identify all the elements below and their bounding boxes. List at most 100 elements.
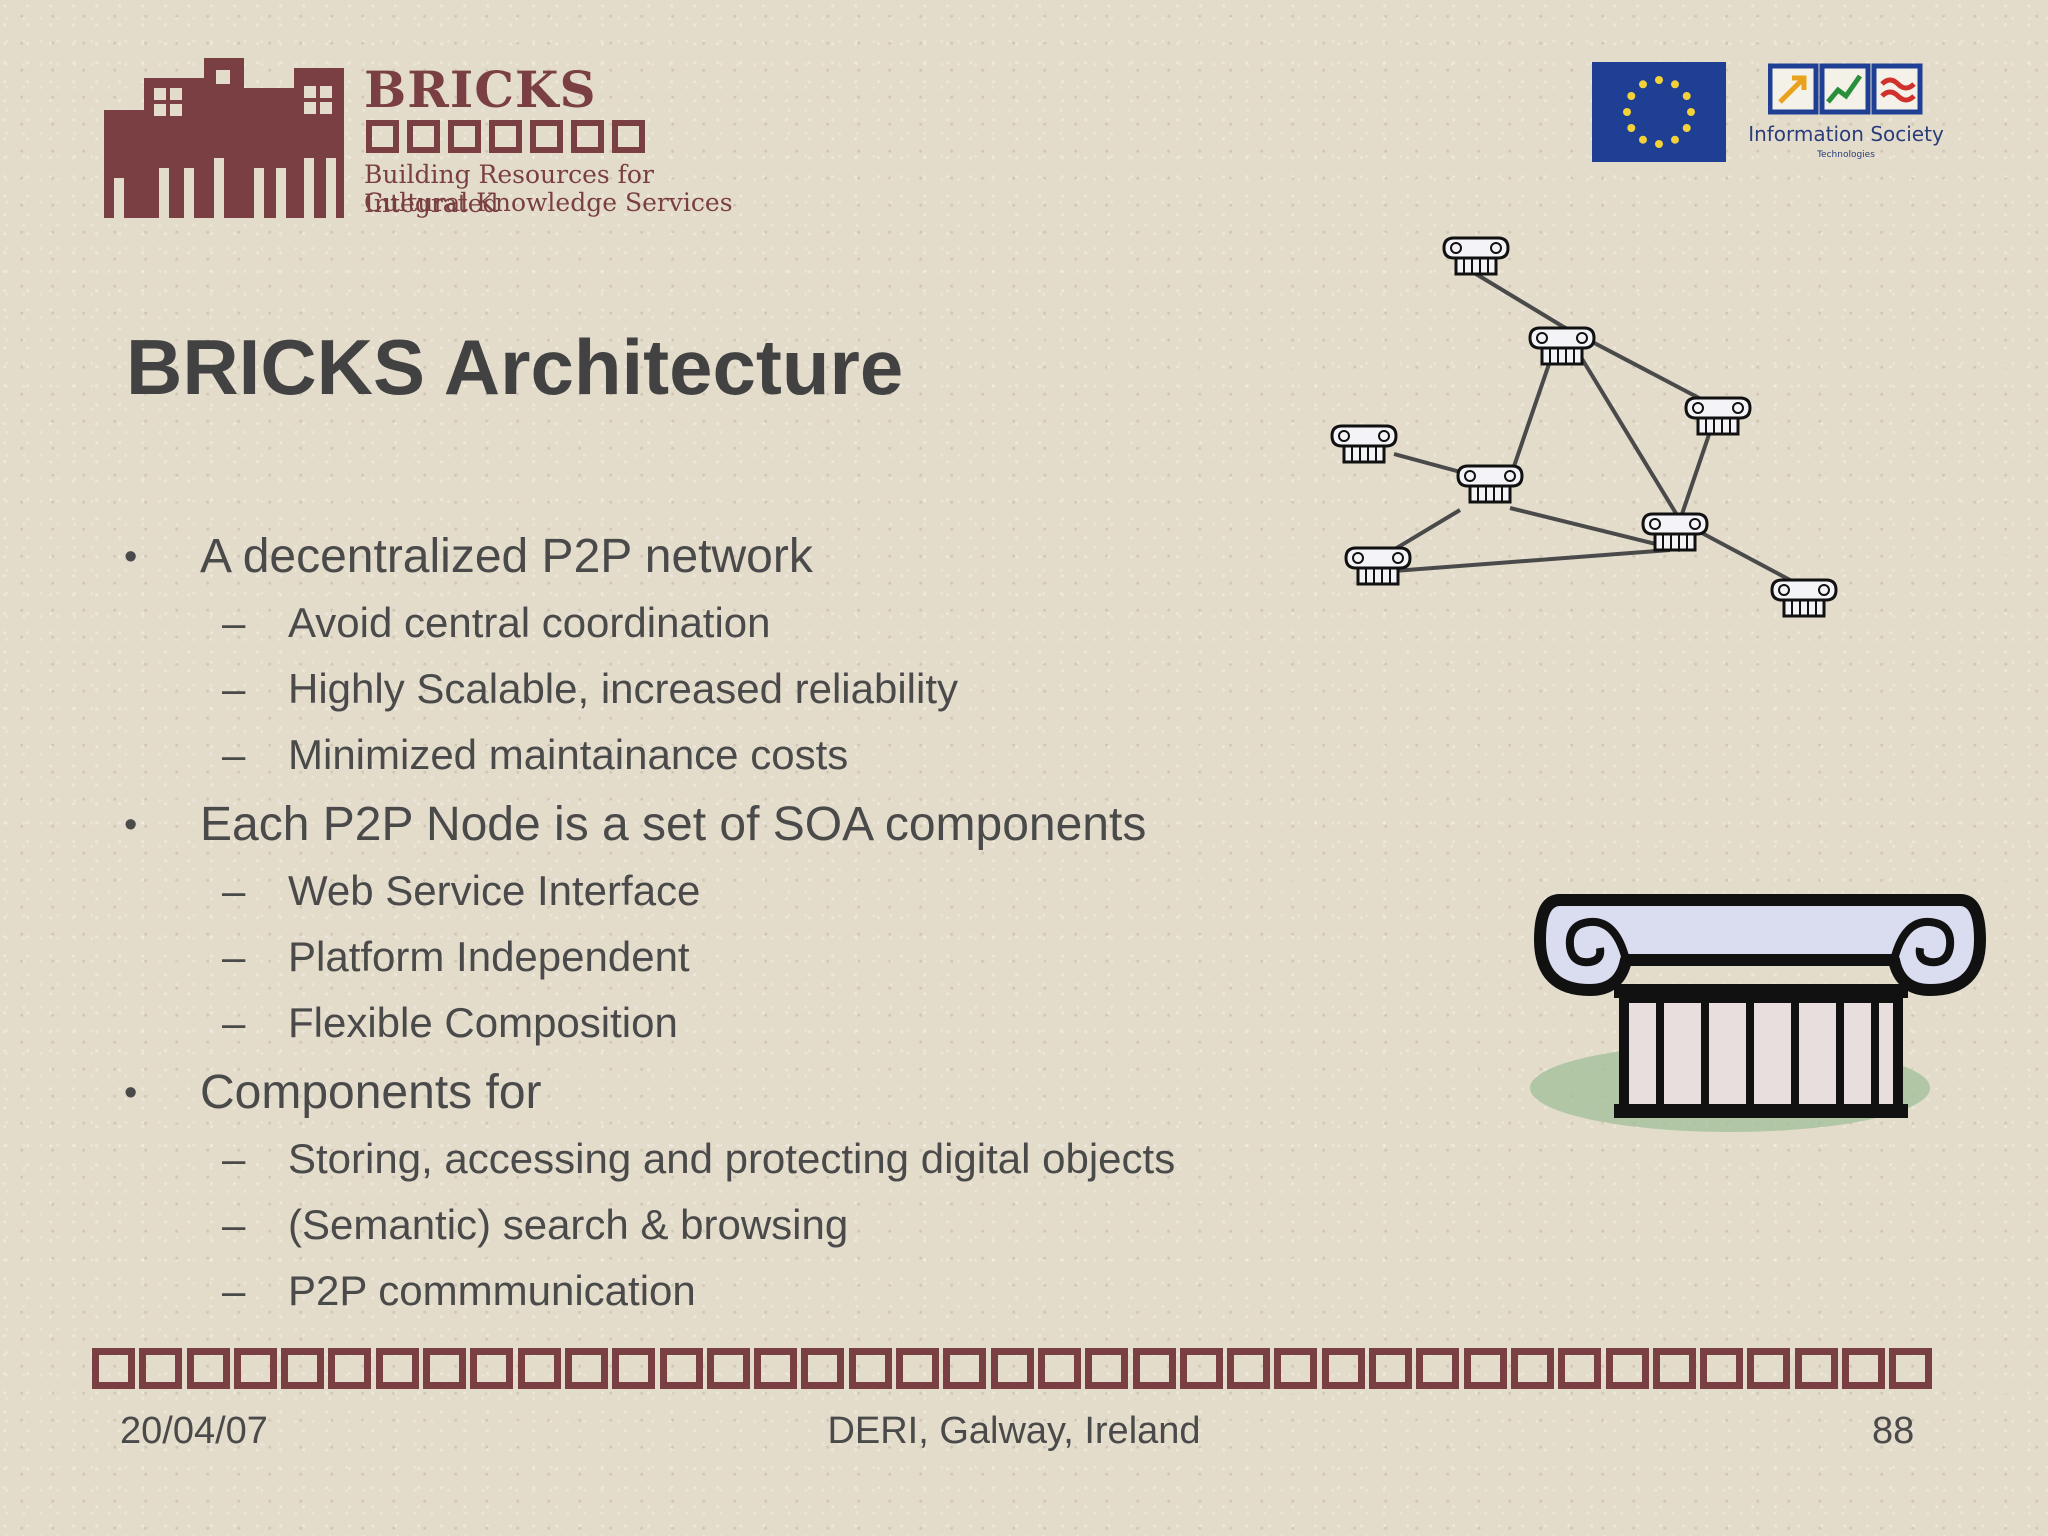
sub-bullet-text: Flexible Composition	[288, 999, 678, 1046]
bricks-wordmark: BRICKS	[364, 60, 597, 119]
sub-bullet-item: –Web Service Interface	[118, 858, 1378, 924]
footer-box	[517, 1348, 561, 1389]
footer-box	[1369, 1348, 1413, 1389]
footer-box	[1747, 1348, 1791, 1389]
sub-marker: –	[222, 1135, 246, 1182]
footer-box	[1794, 1348, 1838, 1389]
p2p-network-diagram	[1330, 236, 1838, 618]
eu-star	[1687, 108, 1695, 116]
footer-box	[1510, 1348, 1554, 1389]
eu-star	[1682, 124, 1691, 132]
sub-bullet-text: Avoid central coordination	[288, 599, 771, 646]
footer-box	[943, 1348, 987, 1389]
footer-box	[233, 1348, 277, 1389]
footer-box	[1841, 1348, 1885, 1389]
p2p-node-icon	[1456, 464, 1524, 504]
eu-star	[1682, 92, 1691, 100]
footer-box	[990, 1348, 1034, 1389]
p2p-node-icon	[1684, 396, 1752, 436]
footer-box	[706, 1348, 750, 1389]
sub-bullet-item: –Highly Scalable, increased reliability	[118, 656, 1378, 722]
footer-box	[328, 1348, 372, 1389]
footer-box	[1037, 1348, 1081, 1389]
sub-bullet-text: P2P commmunication	[288, 1267, 696, 1314]
eu-star	[1655, 140, 1663, 148]
eu-star	[1627, 92, 1636, 100]
footer-box	[1132, 1348, 1176, 1389]
sub-marker: –	[222, 999, 246, 1046]
footer-box	[1889, 1348, 1933, 1389]
eu-star	[1623, 108, 1631, 116]
footer-box	[1652, 1348, 1696, 1389]
sub-bullet-text: Platform Independent	[288, 933, 690, 980]
footer-box	[754, 1348, 798, 1389]
sub-marker: –	[222, 1267, 246, 1314]
bullet-item: •A decentralized P2P network	[118, 524, 1378, 590]
bullet-list: •A decentralized P2P network –Avoid cent…	[118, 520, 1378, 1324]
sub-bullet-item: –Avoid central coordination	[118, 590, 1378, 656]
sub-bullet-text: Storing, accessing and protecting digita…	[288, 1135, 1176, 1182]
bullet-marker: •	[124, 804, 138, 846]
footer-box	[281, 1348, 325, 1389]
p2p-node-icon	[1770, 578, 1838, 618]
bullet-text: A decentralized P2P network	[200, 530, 813, 583]
sub-bullet-item: –P2P commmunication	[118, 1258, 1378, 1324]
footer-box	[564, 1348, 608, 1389]
footer-box	[1227, 1348, 1271, 1389]
sub-bullet-item: –Storing, accessing and protecting digit…	[118, 1126, 1378, 1192]
bullet-text: Components for	[200, 1066, 542, 1119]
footer-date: 20/04/07	[120, 1410, 268, 1452]
footer-box	[139, 1348, 183, 1389]
footer-box	[1274, 1348, 1318, 1389]
p2p-node-icon	[1344, 546, 1412, 586]
footer-box	[848, 1348, 892, 1389]
footer-box	[659, 1348, 703, 1389]
ist-label: Information Society	[1748, 122, 1944, 146]
footer-box	[186, 1348, 230, 1389]
sub-bullet-item: –Platform Independent	[118, 924, 1378, 990]
slide-title: BRICKS Architecture	[126, 323, 904, 411]
footer-box	[801, 1348, 845, 1389]
sub-bullet-item: –Flexible Composition	[118, 990, 1378, 1056]
bullet-text: Each P2P Node is a set of SOA components	[200, 798, 1147, 851]
sub-bullet-text: (Semantic) search & browsing	[288, 1201, 849, 1248]
sub-bullet-text: Highly Scalable, increased reliability	[288, 665, 958, 712]
footer-venue: DERI, Galway, Ireland	[827, 1410, 1201, 1452]
footer-box	[1179, 1348, 1223, 1389]
tagline-line-2: Cultural Knowledge Services	[364, 188, 733, 217]
footer-box	[1416, 1348, 1460, 1389]
eu-star	[1655, 76, 1663, 84]
bullet-marker: •	[124, 1072, 138, 1114]
eu-star	[1639, 135, 1647, 144]
information-society-logo: Information Society Technologies	[1744, 62, 1948, 172]
p2p-node-icon	[1528, 326, 1596, 366]
footer-box	[1605, 1348, 1649, 1389]
eu-star	[1639, 80, 1647, 89]
ist-tiles-icon	[1768, 63, 1923, 115]
footer-box	[92, 1348, 135, 1389]
bricks-buildings-icon	[104, 58, 344, 218]
footer-box	[1321, 1348, 1365, 1389]
p2p-node-icon	[1330, 424, 1398, 464]
sub-bullet-text: Minimized maintainance costs	[288, 731, 849, 778]
sub-marker: –	[222, 1201, 246, 1248]
p2p-node-icon	[1442, 236, 1510, 276]
bricks-logo: BRICKS Building Resources for Integrated…	[104, 58, 764, 228]
footer-box	[423, 1348, 467, 1389]
footer-box	[896, 1348, 940, 1389]
ionic-column-icon	[1530, 894, 1986, 1132]
eu-flag-icon	[1592, 62, 1726, 162]
sub-marker: –	[222, 867, 246, 914]
page-number: 88	[1872, 1410, 1915, 1452]
sub-marker: –	[222, 665, 246, 712]
bullet-item: • Components for	[118, 1060, 1378, 1126]
sub-marker: –	[222, 933, 246, 980]
sub-bullet-text: Web Service Interface	[288, 867, 701, 914]
eu-stars-icon	[1623, 76, 1695, 148]
sub-bullet-item: –(Semantic) search & browsing	[118, 1192, 1378, 1258]
eu-star	[1671, 80, 1679, 89]
footer-box-band	[92, 1348, 1933, 1389]
bullet-item: • Each P2P Node is a set of SOA component…	[118, 792, 1378, 858]
sub-marker: –	[222, 731, 246, 778]
footer-box	[1558, 1348, 1602, 1389]
